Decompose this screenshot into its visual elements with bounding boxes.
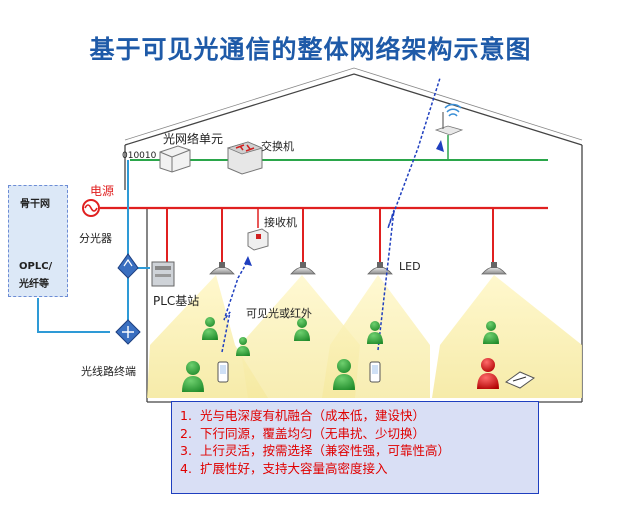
led-label: LED: [399, 260, 421, 273]
person-icon: [202, 317, 218, 340]
plc-base-icon: [151, 261, 175, 287]
lamp-icon: [209, 262, 235, 275]
person-icon: [294, 318, 310, 341]
note-row: 1.光与电深度有机融合（成本低，建设快）: [180, 408, 426, 423]
switch-device-icon: [226, 141, 264, 175]
splitter-label: 分光器: [79, 232, 112, 245]
backbone-line1: OPLC/: [19, 261, 53, 272]
receiver-label: 接收机: [264, 216, 297, 229]
power-line: [100, 206, 548, 268]
switch-label: 交换机: [261, 140, 294, 153]
backbone-title: 骨干网: [20, 199, 50, 210]
bits-label: 010010: [122, 151, 157, 161]
person-icon: [333, 359, 355, 390]
olt-label: 光线路终端: [81, 365, 136, 378]
plc-label: PLC基站: [153, 294, 200, 308]
tablet-icon: [504, 371, 536, 389]
backbone-line2: 光纤等: [19, 279, 49, 290]
person-icon: [483, 321, 499, 344]
lamp-icon: [290, 262, 316, 275]
note-row: 4.扩展性好，支持大容量高密度接入: [180, 460, 388, 476]
olt-icon: [115, 319, 141, 345]
onu-label: 光网络单元: [163, 132, 224, 146]
wifi-router-icon: [434, 103, 464, 136]
power-source-icon: [82, 199, 100, 217]
power-label: 电源: [90, 184, 115, 198]
person-icon: [182, 361, 204, 392]
phone-icon: [369, 361, 381, 383]
lamp-icon: [481, 262, 507, 275]
person-red-icon: [477, 358, 499, 389]
onu-device-icon: [159, 145, 191, 173]
feature-notes: 1.光与电深度有机融合（成本低，建设快） 2.下行同源，覆盖均匀（无串扰、少切换…: [171, 401, 539, 494]
uplink-arrows: [221, 77, 444, 353]
backbone-box: 骨干网 OPLC/ 光纤等: [8, 185, 68, 297]
page-title: 基于可见光通信的整体网络架构示意图: [89, 35, 532, 64]
person-icon: [236, 337, 250, 356]
vlc-label: 可见光或红外: [246, 307, 312, 320]
note-row: 3.上行灵活，按需选择（兼容性强，可靠性高）: [180, 443, 451, 458]
lamp-icon: [367, 262, 393, 275]
person-icon: [367, 321, 383, 344]
receiver-icon: [247, 228, 269, 251]
phone-icon: [217, 361, 229, 383]
note-row: 2.下行同源，覆盖均匀（无串扰、少切换）: [180, 425, 426, 441]
splitter-icon: [117, 253, 139, 279]
